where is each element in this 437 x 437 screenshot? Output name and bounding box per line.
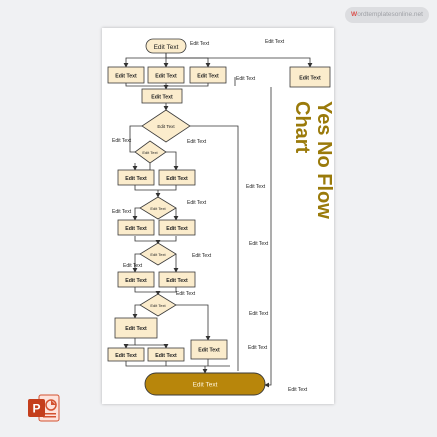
decision-diamond[interactable]: Edit Text (139, 293, 177, 317)
process-label: Edit Text (166, 226, 188, 232)
process-box[interactable]: Edit Text (289, 66, 331, 88)
decision-label: Edit Text (150, 206, 166, 211)
annotation-label: Edit Text (248, 345, 268, 351)
powerpoint-icon[interactable]: P (27, 393, 61, 423)
process-label: Edit Text (197, 74, 219, 80)
decision-diamond[interactable]: Edit Text (141, 109, 191, 143)
process-box[interactable]: Edit Text (141, 88, 183, 104)
process-label: Edit Text (198, 348, 220, 354)
decision-label: Edit Text (150, 303, 166, 308)
annotation-label: Edit Text (190, 41, 210, 47)
process-box[interactable]: Edit Text (107, 347, 145, 362)
process-label: Edit Text (125, 278, 147, 284)
decision-diamond[interactable]: Edit Text (139, 242, 177, 266)
title-line-1: Yes No Flow (313, 101, 335, 219)
annotation-label: Edit Text (187, 200, 207, 206)
annotation-label: Edit Text (112, 209, 132, 215)
site-watermark: Wordtemplatesonline.net (345, 7, 429, 23)
start-label: Edit Text (154, 44, 179, 51)
process-box[interactable]: Edit Text (147, 347, 185, 362)
annotation-label: Edit Text (176, 291, 196, 297)
annotation-label: Edit Text (192, 253, 212, 259)
decision-diamond[interactable]: Edit Text (134, 140, 167, 164)
decision-label: Edit Text (150, 252, 166, 257)
process-label: Edit Text (125, 226, 147, 232)
process-box[interactable]: Edit Text (189, 66, 227, 84)
process-label: Edit Text (155, 74, 177, 80)
annotation-label: Edit Text (249, 311, 269, 317)
process-box[interactable]: Edit Text (117, 271, 155, 288)
annotation-label: Edit Text (288, 387, 308, 393)
process-label: Edit Text (299, 76, 321, 82)
annotation-label: Edit Text (123, 263, 143, 269)
process-box[interactable]: Edit Text (117, 169, 155, 186)
annotation-label: Edit Text (249, 241, 269, 247)
title-line-2: Chart (291, 101, 313, 154)
process-box[interactable]: Edit Text (190, 339, 228, 360)
process-label: Edit Text (155, 353, 177, 359)
process-label: Edit Text (115, 74, 137, 80)
process-box[interactable]: Edit Text (158, 169, 196, 186)
end-terminal[interactable]: Edit Text (144, 372, 266, 396)
process-box[interactable]: Edit Text (117, 219, 155, 236)
annotation-label: Edit Text (246, 184, 266, 190)
annotation-label: Edit Text (265, 39, 285, 45)
process-label: Edit Text (115, 353, 137, 359)
process-label: Edit Text (151, 95, 173, 101)
annotations: Edit Text Edit Text Edit Text Edit Text … (112, 39, 308, 393)
decision-label: Edit Text (157, 124, 175, 129)
process-box[interactable]: Edit Text (114, 317, 158, 339)
chart-title: Yes No Flow Chart (291, 101, 335, 219)
start-terminal[interactable]: Edit Text (145, 38, 187, 54)
decision-label: Edit Text (142, 150, 158, 155)
annotation-label: Edit Text (187, 139, 207, 145)
annotation-label: Edit Text (112, 138, 132, 144)
process-label: Edit Text (125, 326, 147, 332)
process-box[interactable]: Edit Text (147, 66, 185, 84)
process-box[interactable]: Edit Text (158, 219, 196, 236)
end-label: Edit Text (193, 382, 218, 389)
powerpoint-letter: P (32, 402, 40, 416)
process-box[interactable]: Edit Text (107, 66, 145, 84)
decision-diamond[interactable]: Edit Text (139, 196, 177, 220)
process-label: Edit Text (166, 176, 188, 182)
process-box[interactable]: Edit Text (158, 271, 196, 288)
annotation-label: Edit Text (236, 76, 256, 82)
process-label: Edit Text (166, 278, 188, 284)
process-label: Edit Text (125, 176, 147, 182)
